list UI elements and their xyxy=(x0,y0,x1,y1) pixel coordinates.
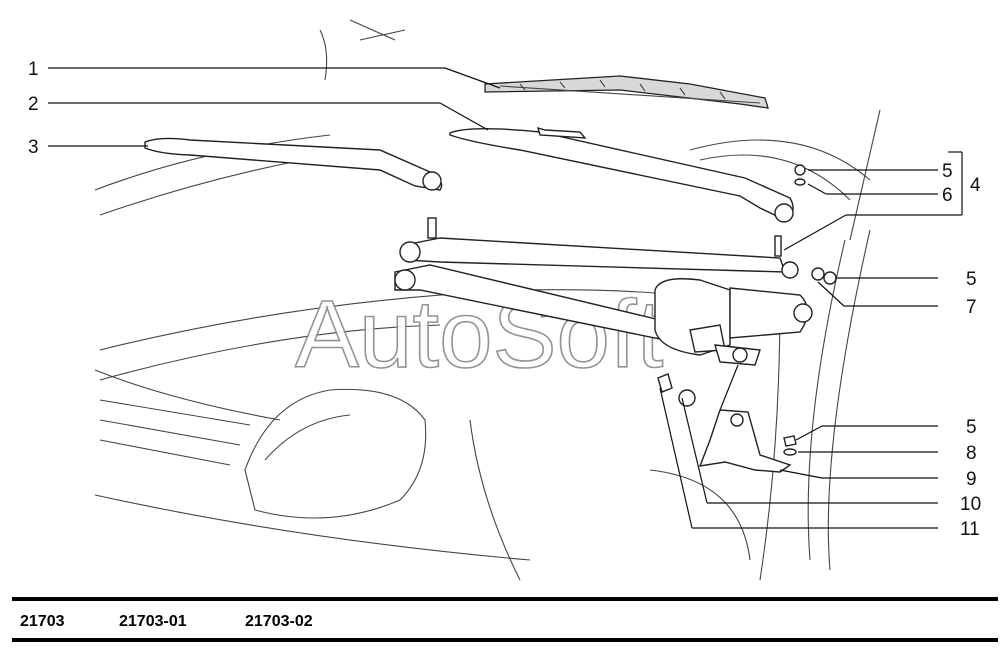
variant-footer: 21703 21703-01 21703-02 xyxy=(0,597,1007,645)
callout-5-upper: 5 xyxy=(942,161,953,182)
callout-labels: 1 2 3 4 5 6 5 7 5 8 9 10 11 xyxy=(28,59,981,540)
callout-7: 7 xyxy=(966,297,977,318)
callout-3: 3 xyxy=(28,137,39,158)
callout-10: 10 xyxy=(960,494,981,515)
variant-code-1: 21703 xyxy=(20,613,65,630)
variant-code-3: 21703-02 xyxy=(245,613,313,630)
callout-1: 1 xyxy=(28,59,39,80)
callout-6: 6 xyxy=(942,185,953,206)
callout-11: 11 xyxy=(960,519,980,540)
callout-2: 2 xyxy=(28,94,39,115)
callout-4: 4 xyxy=(970,175,981,196)
motor-bracket xyxy=(698,409,792,473)
leader-lines xyxy=(48,67,963,529)
callout-9: 9 xyxy=(966,469,977,490)
wiper-arm-right xyxy=(449,126,794,223)
callout-8: 8 xyxy=(966,443,977,464)
footer-top-rule xyxy=(12,597,998,601)
wiper-linkage-motor xyxy=(394,217,813,366)
wiper-arm-left xyxy=(144,137,443,191)
small-fasteners xyxy=(657,164,837,456)
footer-bottom-rule xyxy=(12,638,998,642)
variant-code-2: 21703-01 xyxy=(119,613,187,630)
callout-5-lower: 5 xyxy=(966,417,977,438)
callout-5-middle: 5 xyxy=(966,269,977,290)
wiper-blade xyxy=(484,75,769,109)
